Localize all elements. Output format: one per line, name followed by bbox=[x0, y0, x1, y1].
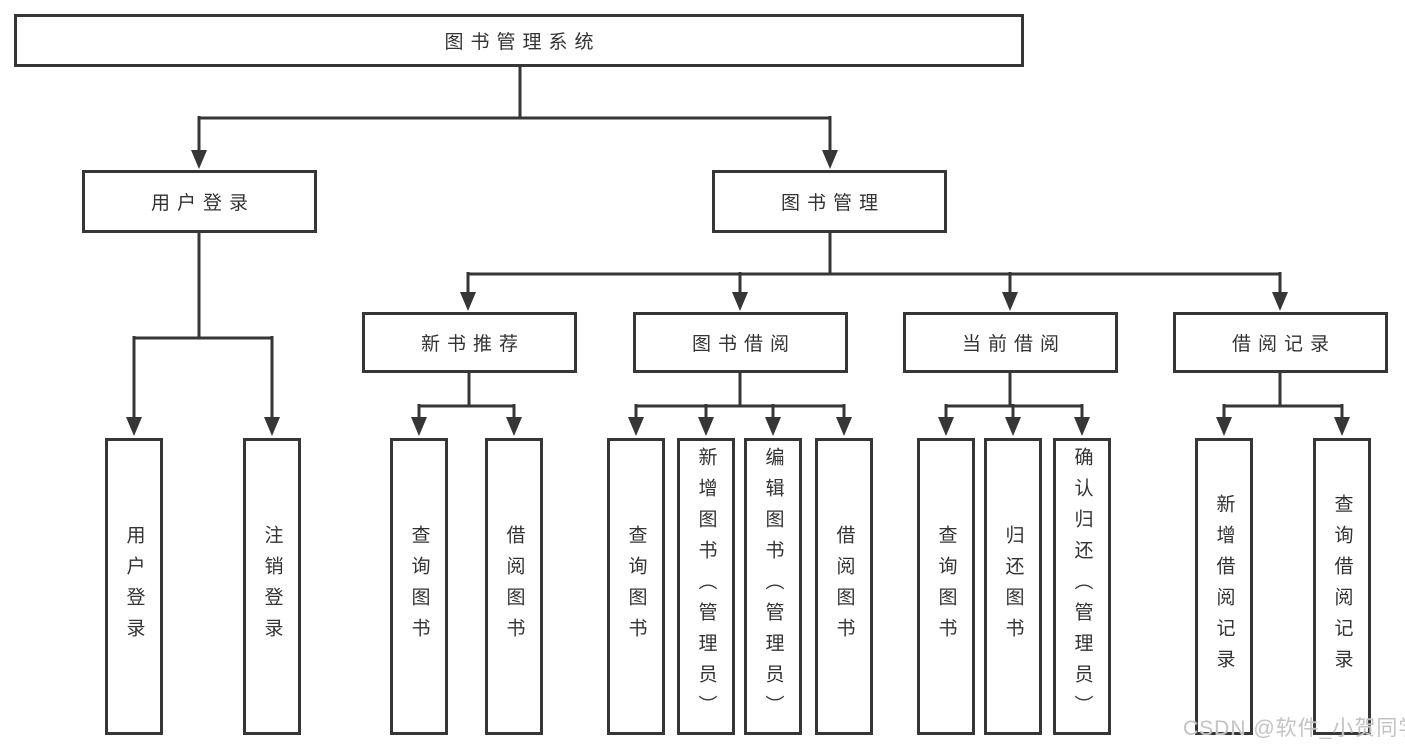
leaf-logout: 注销登录 bbox=[243, 438, 301, 735]
connector-currentborrow-leaves bbox=[944, 373, 1084, 419]
node-new-book-recommend: 新书推荐 bbox=[362, 312, 577, 373]
node-root-label: 图书管理系统 bbox=[444, 32, 601, 53]
leaf-record-add-label: 新增借阅记录 bbox=[1213, 493, 1235, 680]
connector-bookmgmt-to-level2 bbox=[466, 233, 1282, 294]
leaf-current-confirm-admin-label: 确认归还（管理员） bbox=[1071, 447, 1093, 726]
node-borrow-record-label: 借阅记录 bbox=[1231, 334, 1336, 355]
connector-root-to-level1 bbox=[197, 67, 832, 152]
leaf-current-query: 查询图书 bbox=[917, 438, 975, 735]
leaf-user-login: 用户登录 bbox=[105, 438, 163, 735]
node-book-borrow-label: 图书借阅 bbox=[691, 334, 796, 355]
node-book-borrow: 图书借阅 bbox=[633, 312, 848, 373]
leaf-borrow-edit-admin: 编辑图书（管理员） bbox=[744, 438, 802, 735]
leaf-record-query-label: 查询借阅记录 bbox=[1331, 493, 1353, 680]
leaf-current-return: 归还图书 bbox=[984, 438, 1042, 735]
connector-newbook-leaves bbox=[417, 373, 516, 419]
leaf-newbook-borrow-label: 借阅图书 bbox=[503, 524, 525, 649]
node-user-login-label: 用户登录 bbox=[150, 193, 255, 214]
node-borrow-record: 借阅记录 bbox=[1173, 312, 1388, 373]
leaf-newbook-query: 查询图书 bbox=[390, 438, 448, 735]
node-current-borrow: 当前借阅 bbox=[903, 312, 1118, 373]
connector-borrowrecord-leaves bbox=[1222, 373, 1344, 419]
node-new-book-recommend-label: 新书推荐 bbox=[420, 334, 525, 355]
leaf-current-query-label: 查询图书 bbox=[935, 524, 957, 649]
leaf-borrow-add-admin: 新增图书（管理员） bbox=[677, 438, 735, 735]
node-user-login: 用户登录 bbox=[82, 170, 317, 233]
connector-bookborrow-leaves bbox=[634, 373, 846, 419]
leaf-user-login-label: 用户登录 bbox=[123, 524, 145, 649]
leaf-current-return-label: 归还图书 bbox=[1002, 524, 1024, 649]
leaf-borrow-borrow-label: 借阅图书 bbox=[833, 524, 855, 649]
leaf-borrow-query: 查询图书 bbox=[607, 438, 665, 735]
node-book-management-label: 图书管理 bbox=[780, 193, 885, 214]
node-current-borrow-label: 当前借阅 bbox=[961, 334, 1066, 355]
leaf-logout-label: 注销登录 bbox=[261, 524, 283, 649]
arrowheads bbox=[126, 150, 1350, 436]
leaf-current-confirm-admin: 确认归还（管理员） bbox=[1053, 438, 1111, 735]
node-book-management: 图书管理 bbox=[712, 170, 947, 233]
leaf-record-query: 查询借阅记录 bbox=[1313, 438, 1371, 735]
node-root: 图书管理系统 bbox=[14, 14, 1024, 67]
leaf-borrow-query-label: 查询图书 bbox=[625, 524, 647, 649]
leaf-borrow-edit-admin-label: 编辑图书（管理员） bbox=[762, 447, 784, 726]
leaf-borrow-add-admin-label: 新增图书（管理员） bbox=[695, 447, 717, 726]
leaf-borrow-borrow: 借阅图书 bbox=[815, 438, 873, 735]
csdn-watermark: CSDN @软件_小贺同学 bbox=[1183, 717, 1405, 740]
leaf-record-add: 新增借阅记录 bbox=[1195, 438, 1253, 735]
leaf-newbook-borrow: 借阅图书 bbox=[485, 438, 543, 735]
leaf-newbook-query-label: 查询图书 bbox=[408, 524, 430, 649]
connector-userlogin-to-leaves bbox=[132, 233, 274, 419]
